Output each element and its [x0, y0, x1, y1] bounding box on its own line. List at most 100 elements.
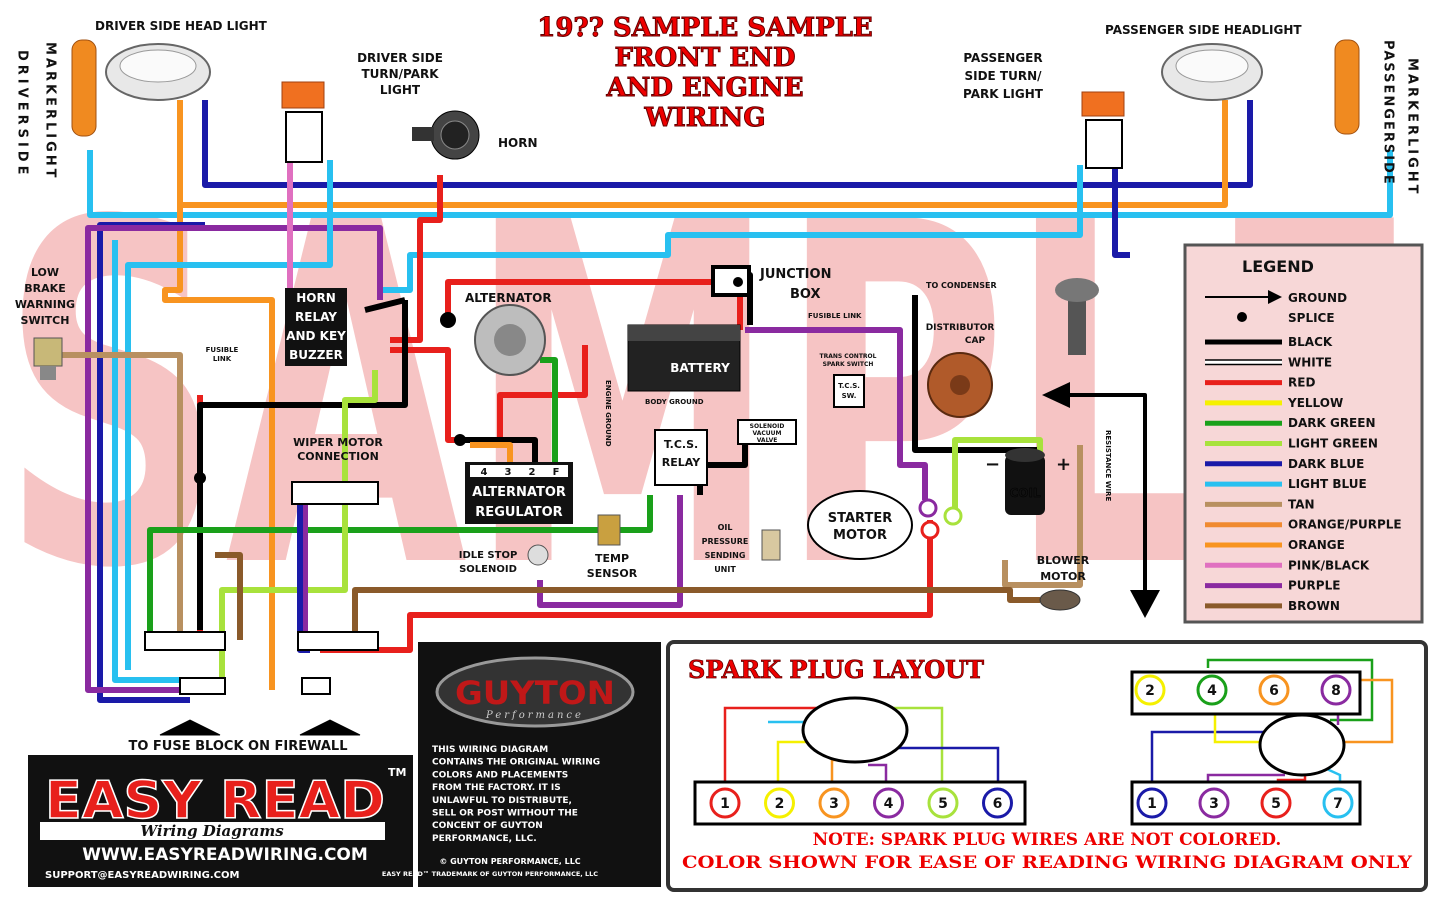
brand-box — [28, 755, 413, 887]
blower-motor-label-1: BLOWER — [1037, 554, 1090, 567]
spark-plug-number: 7 — [1333, 796, 1343, 812]
fusible-link-label-1: FUSIBLE — [206, 346, 239, 354]
junction-box-label-2: BOX — [790, 287, 821, 302]
alt-regulator-label-1: ALTERNATOR — [472, 485, 566, 500]
horn-relay-label-3: AND KEY — [286, 329, 346, 343]
vacuum-valve-label-1: SOLENOID — [750, 423, 785, 430]
spark-plug-circle — [982, 787, 1013, 819]
arrow-left-head — [1042, 382, 1070, 408]
copyright: © GUYTON PERFORMANCE, LLC — [439, 857, 580, 866]
spark-title: SPARK PLUG LAYOUT — [688, 655, 984, 684]
starter-post-1 — [918, 498, 938, 518]
passenger-turn-label-3: PARK LIGHT — [963, 87, 1044, 101]
legend-item-label: RED — [1288, 376, 1315, 390]
idle-stop-solenoid — [527, 544, 549, 566]
wire-purple-left — [85, 225, 383, 693]
oil-pressure-label-2: PRESSURE — [702, 537, 749, 546]
horn-relay-label-4: BUZZER — [289, 348, 343, 362]
horn-relay — [285, 288, 347, 366]
arrow-down-head — [1130, 590, 1160, 618]
wire-red-bottom — [320, 520, 933, 653]
idle-stop-label-1: IDLE STOP — [459, 550, 518, 561]
idle-stop-label-2: SOLENOID — [459, 564, 517, 575]
tcs-relay-label-2: RELAY — [662, 456, 701, 469]
wire-tan-2 — [1002, 445, 1083, 588]
legend-ground: GROUND — [1288, 291, 1347, 305]
junction-box — [711, 265, 751, 297]
wire-dark-blue-front — [202, 100, 1253, 188]
low-brake-switch — [33, 337, 63, 380]
brand-sub: Wiring Diagrams — [140, 822, 284, 840]
spark-plug-number: 3 — [1209, 796, 1219, 812]
legend-ground-symbol — [1205, 290, 1282, 304]
legend-box — [1183, 243, 1424, 624]
wiper-motor-label-2: CONNECTION — [297, 450, 379, 463]
fuse-connector-left — [144, 631, 226, 651]
legend-item-label: DARK BLUE — [1288, 457, 1364, 471]
starter-post-2 — [943, 506, 963, 526]
wire-tan — [60, 352, 183, 640]
wire-dark-green — [147, 495, 653, 640]
spark-plug-number: 6 — [1269, 683, 1279, 699]
spark-plug-circle — [1136, 787, 1168, 819]
wire-dark-green-2 — [540, 357, 558, 470]
legend-item-label: DARK GREEN — [1288, 416, 1376, 430]
brand-email[interactable]: SUPPORT@EASYREADWIRING.COM — [45, 870, 240, 881]
spark-right-distributor — [1258, 713, 1346, 777]
wire-red-main — [390, 175, 443, 343]
wire-light-green-2 — [952, 437, 1043, 510]
passenger-headlight — [1161, 43, 1263, 101]
wire-red-4 — [497, 345, 588, 440]
spark-note-1: NOTE: SPARK PLUG WIRES ARE NOT COLORED. — [813, 830, 1282, 850]
temp-sensor-label-1: TEMP — [595, 552, 629, 565]
title-line-4: WIRING — [643, 103, 765, 133]
to-condenser-label: TO CONDENSER — [926, 281, 997, 290]
coil-label: COIL — [1009, 486, 1040, 500]
horn — [412, 110, 480, 160]
legend-item-label: LIGHT BLUE — [1288, 477, 1367, 491]
wire-orange-drop — [162, 205, 275, 690]
legend-item-label: PINK/BLACK — [1288, 558, 1370, 572]
distributor — [1055, 278, 1099, 355]
legend-item-label: LIGHT GREEN — [1288, 437, 1378, 451]
spark-plug-number: 1 — [720, 796, 730, 812]
legend-item-label: BLACK — [1288, 335, 1333, 349]
spark-plug-circle — [1134, 674, 1166, 706]
distributor-cap — [927, 352, 993, 418]
driver-headlight — [105, 43, 211, 101]
title-line-2: FRONT END — [614, 43, 795, 73]
tcs-relay — [654, 429, 708, 486]
guyton-logo-sub: Performance — [485, 710, 584, 721]
spark-plug-circle — [1258, 674, 1290, 706]
copyright-line: THIS WIRING DIAGRAM — [432, 745, 548, 755]
wire-dark-blue-left2 — [1112, 165, 1130, 258]
alt-regulator-label-2: REGULATOR — [475, 505, 562, 520]
legend-item-label: PURPLE — [1288, 579, 1340, 593]
up-arrow-right — [299, 719, 361, 736]
temp-sensor — [597, 514, 621, 546]
fuse-connector-right — [297, 631, 379, 651]
spark-plug-circle — [873, 787, 904, 819]
spark-note-2: COLOR SHOWN FOR EASE OF READING WIRING D… — [682, 853, 1413, 873]
ignition-coil — [1005, 448, 1045, 515]
splices — [194, 277, 743, 484]
spark-plug-circle — [927, 787, 959, 819]
body-ground-label: BODY GROUND — [645, 398, 704, 406]
wire-purple-3 — [745, 327, 928, 500]
low-brake-label-2: BRAKE — [24, 282, 65, 295]
brand-url[interactable]: WWW.EASYREADWIRING.COM — [82, 845, 368, 865]
passenger-turn-label-2: SIDE TURN/ — [964, 69, 1042, 83]
passenger-headlight-label: PASSENGER SIDE HEADLIGHT — [1105, 23, 1302, 37]
fusible-link-label-2: LINK — [213, 355, 232, 363]
battery-label: BATTERY — [670, 361, 730, 375]
vacuum-valve — [737, 419, 797, 445]
legend-item-label: ORANGE/PURPLE — [1288, 518, 1402, 532]
horn-label: HORN — [498, 136, 538, 150]
starter-motor-label-1: STARTER — [828, 511, 892, 526]
title-line-1: 19?? SAMPLE SAMPLE — [537, 13, 873, 43]
spark-plug-circle — [1260, 787, 1292, 819]
up-arrow-left — [159, 719, 221, 736]
spark-plug-circle — [1198, 787, 1230, 819]
